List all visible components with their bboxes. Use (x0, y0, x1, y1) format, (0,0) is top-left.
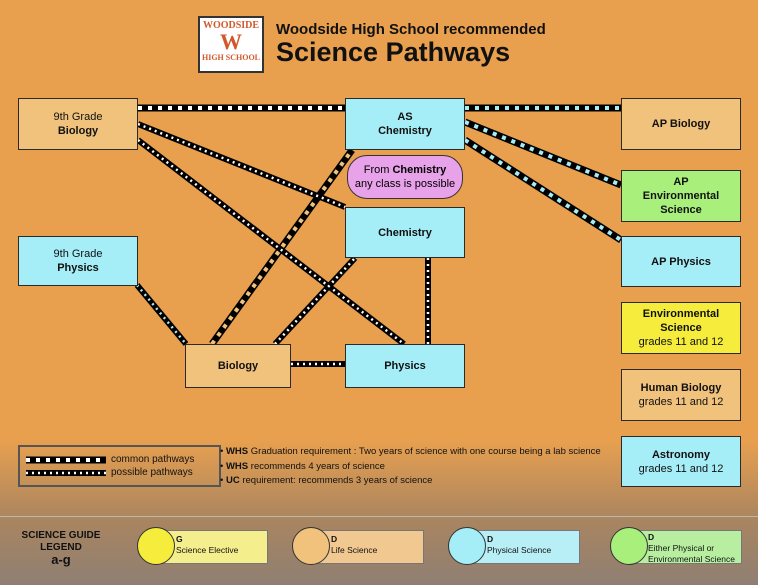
possible-path-phys9-biology (134, 283, 189, 346)
pathway-legend (18, 445, 221, 487)
logo-mark: W (220, 29, 242, 54)
logo-bottom-text: HIGH SCHOOL (201, 53, 260, 62)
common-path-aschem-apenv (463, 118, 623, 189)
course-name: Astronomy (651, 448, 711, 461)
course-level-label: AS (397, 111, 413, 123)
guide-code: G (176, 534, 183, 544)
guide-title-line-1: SCIENCE GUIDE (21, 530, 101, 541)
guide-circle-physical-or-environmental (610, 527, 648, 565)
possible-path-bio9-physics (136, 137, 406, 347)
guide-title-line-3: a-g (51, 552, 71, 567)
page-subtitle: Woodside High School recommended (276, 21, 546, 38)
requirements-notes: • WHS Graduation requirement : Two years… (220, 445, 601, 489)
course-grade-label: 9th Grade (53, 111, 103, 123)
course-9th-grade-physics[interactable]: 9th Grade Physics (18, 236, 138, 286)
possible-path-bio9-chemistry (136, 121, 347, 210)
section-divider (0, 516, 758, 517)
course-ap-environmental-science[interactable]: AP Environmental Science (621, 170, 741, 222)
woodside-logo: WOODSIDE W HIGH SCHOOL (198, 16, 264, 73)
note-bold: UC (225, 475, 240, 486)
course-grades: grades 11 and 12 (638, 396, 724, 408)
course-name-line-2: Environmental (642, 190, 720, 202)
guide-text-physical-science: D Physical Science (487, 534, 551, 556)
course-name-line-3: Science (660, 204, 702, 216)
guide-text-physical-or-environmental: D Either Physical or Environmental Scien… (648, 532, 735, 565)
course-astronomy[interactable]: Astronomy grades 11 and 12 (621, 436, 741, 487)
legend-possible-label: possible pathways (111, 467, 193, 478)
course-name: Chemistry (378, 125, 432, 137)
course-name-line-1: Environmental (642, 308, 720, 320)
common-path-aschem-apphys (463, 137, 623, 243)
guide-code: D (331, 534, 338, 544)
note-bold: WHS (225, 446, 249, 457)
course-name: Chemistry (378, 226, 432, 239)
course-environmental-science[interactable]: Environmental Science grades 11 and 12 (621, 302, 741, 354)
course-ap-biology[interactable]: AP Biology (621, 98, 741, 150)
guide-label-2: Environmental Science (648, 554, 735, 564)
note-bold-word: Chemistry (392, 164, 447, 176)
note-text: recommends 4 years of science (248, 460, 385, 472)
possible-path-biology-chemistry (272, 255, 358, 347)
course-name: Biology (217, 360, 259, 372)
course-grades: grades 11 and 12 (638, 462, 724, 475)
guide-label: Science Elective (176, 545, 239, 555)
note-item: • UC requirement: recommends 3 years of … (220, 475, 433, 486)
note-line-2: any class is possible (354, 178, 456, 190)
guide-circle-science-elective (137, 527, 175, 565)
guide-label: Either Physical or (648, 543, 715, 553)
possible-pathways (134, 121, 431, 367)
course-9th-grade-biology[interactable]: 9th Grade Biology (18, 98, 138, 150)
guide-text-science-elective: G Science Elective (176, 534, 238, 556)
note-text: requirement: recommends 3 years of scien… (239, 475, 433, 486)
course-chemistry[interactable]: Chemistry (345, 207, 465, 258)
course-grades: grades 11 and 12 (638, 336, 724, 348)
logo-top-text: WOODSIDE (202, 20, 260, 31)
course-name-line-2: Science (660, 322, 702, 334)
course-name: AP Biology (651, 118, 711, 130)
course-as-chemistry[interactable]: AS Chemistry (345, 98, 465, 150)
guide-label: Physical Science (487, 545, 552, 555)
science-guide-title: SCIENCE GUIDE LEGEND a-g (12, 530, 110, 566)
chemistry-note-bubble: From Chemistry any class is possible (347, 155, 463, 199)
course-name: AP Physics (651, 255, 711, 268)
legend-common-label: common pathways (111, 454, 195, 465)
course-biology[interactable]: Biology (185, 344, 291, 388)
course-name-line-1: AP (673, 176, 689, 188)
note-item: • WHS recommends 4 years of science (220, 460, 385, 472)
note-bold: WHS (225, 460, 249, 472)
guide-circle-physical-science (448, 527, 486, 565)
note-line-1: From Chemistry (364, 163, 447, 177)
course-grade-label: 9th Grade (53, 248, 103, 260)
course-name: Biology (57, 125, 99, 137)
note-text: Graduation requirement : Two years of sc… (248, 446, 601, 457)
guide-code: D (648, 532, 655, 542)
guide-code: D (487, 534, 494, 544)
guide-circle-life-science (292, 527, 330, 565)
page-title: Science Pathways (276, 37, 511, 67)
course-name: Physics (384, 360, 426, 372)
course-name: Physics (57, 262, 99, 274)
note-item: • WHS Graduation requirement : Two years… (220, 446, 601, 457)
course-physics[interactable]: Physics (345, 344, 465, 388)
guide-text-life-science: D Life Science (331, 534, 377, 556)
note-prefix: From (363, 164, 393, 176)
course-name: Human Biology (640, 382, 722, 394)
guide-title-line-2: LEGEND (40, 542, 82, 553)
course-human-biology[interactable]: Human Biology grades 11 and 12 (621, 369, 741, 421)
course-ap-physics[interactable]: AP Physics (621, 236, 741, 287)
guide-label: Life Science (331, 545, 378, 555)
